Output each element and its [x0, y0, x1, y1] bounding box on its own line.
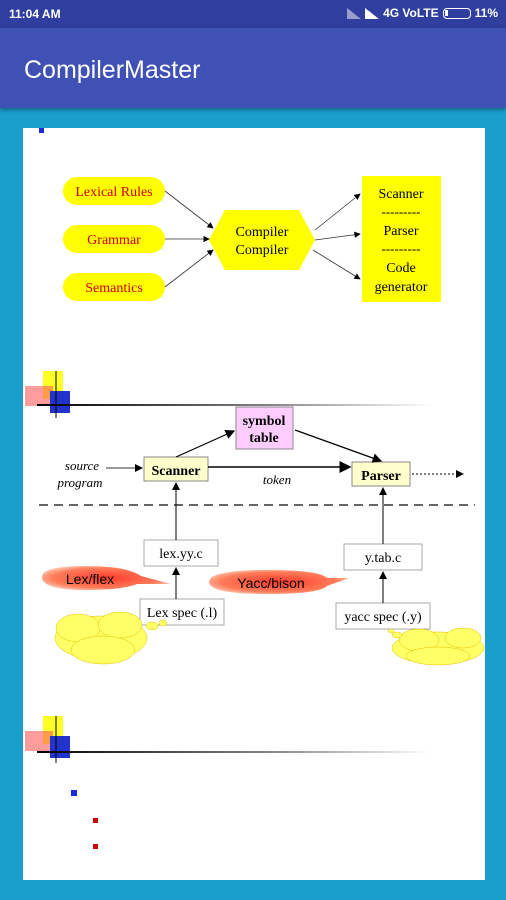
signal-icon: [347, 7, 362, 19]
grammar-pill: [63, 225, 165, 253]
scanner-output-label: Scanner: [378, 187, 423, 202]
semantics-label: Semantics: [85, 281, 143, 296]
scanner-box: [143, 456, 209, 482]
battery-percent: 11%: [474, 6, 498, 20]
status-bar: 11:04 AM 4G VoLTE 11%: [0, 0, 506, 28]
token-label: token: [263, 472, 291, 487]
semantics-pill: [63, 273, 165, 301]
lex-spec-label: Lex spec (.l): [147, 606, 218, 621]
divider-line: [37, 751, 432, 753]
lex-flex-callout: [42, 566, 171, 590]
compiler-compiler-diagram: Lexical Rules Grammar Semantics Compiler…: [63, 176, 441, 302]
lex-flex-label: Lex/flex: [66, 571, 114, 587]
sub-bullet-icon: [93, 844, 98, 849]
lex-yy-c-label: lex.yy.c: [159, 547, 202, 562]
status-icons: 4G VoLTE 11%: [347, 6, 498, 20]
bullet-icon: [39, 128, 44, 133]
app-bar: CompilerMaster: [0, 28, 506, 108]
lex-yacc-diagram: symbol table Scanner Parser source progr…: [39, 406, 485, 666]
sub-bullet-icon: [93, 818, 98, 823]
yacc-bison-callout: [209, 570, 349, 594]
program-label: program: [56, 475, 102, 490]
compiler-label: Compiler: [236, 225, 289, 240]
arrow-connector: [164, 190, 214, 229]
outputs-box: [362, 176, 441, 302]
slide-svg: Lexical Rules Grammar Semantics Compiler…: [25, 128, 485, 849]
app-title: CompilerMaster: [24, 56, 201, 84]
separator-label: ---------: [382, 241, 421, 256]
lexical-rules-label: Lexical Rules: [75, 185, 152, 200]
grammar-label: Grammar: [87, 233, 141, 248]
code-output-label: Code: [386, 261, 416, 276]
scanner-label: Scanner: [152, 464, 201, 479]
yacc-spec-box: [335, 602, 431, 630]
cloud-icon: [387, 627, 485, 666]
cloud-icon: [54, 611, 168, 665]
yacc-bison-label: Yacc/bison: [237, 575, 304, 591]
signal-icon: [365, 7, 380, 19]
arrow-connector: [314, 193, 361, 231]
arrow-connector: [312, 249, 361, 280]
arrow-connector: [314, 231, 361, 241]
source-label: source: [65, 458, 99, 473]
divider-line: [37, 404, 432, 406]
arrow-connector: [164, 249, 214, 288]
symbol-table-label: table: [249, 431, 279, 446]
y-tab-c-label: y.tab.c: [365, 551, 401, 566]
symbol-table-box: [235, 406, 294, 450]
arrow-connector: [294, 429, 383, 463]
slide-logo-icon: [25, 716, 70, 763]
arrow-connector: [175, 430, 236, 458]
yacc-spec-label: yacc spec (.y): [344, 610, 422, 625]
symbol-table-label: symbol: [243, 414, 286, 429]
generator-output-label: generator: [375, 280, 428, 295]
compiler-compiler-hexagon: [209, 210, 315, 270]
bullet-icon: [71, 790, 77, 796]
network-label: 4G VoLTE: [383, 6, 439, 20]
status-time: 11:04 AM: [9, 7, 61, 21]
slide-page[interactable]: Lexical Rules Grammar Semantics Compiler…: [23, 128, 485, 880]
parser-output-label: Parser: [384, 224, 419, 239]
slide-logo-icon: [25, 371, 70, 418]
lex-yy-c-box: [143, 539, 219, 567]
parser-label: Parser: [361, 469, 401, 484]
battery-icon: [442, 7, 471, 19]
separator-label: ---------: [382, 204, 421, 219]
lex-spec-box: [139, 598, 225, 626]
lexical-rules-pill: [63, 177, 165, 205]
y-tab-c-box: [343, 543, 423, 571]
compiler-label: Compiler: [236, 243, 289, 258]
